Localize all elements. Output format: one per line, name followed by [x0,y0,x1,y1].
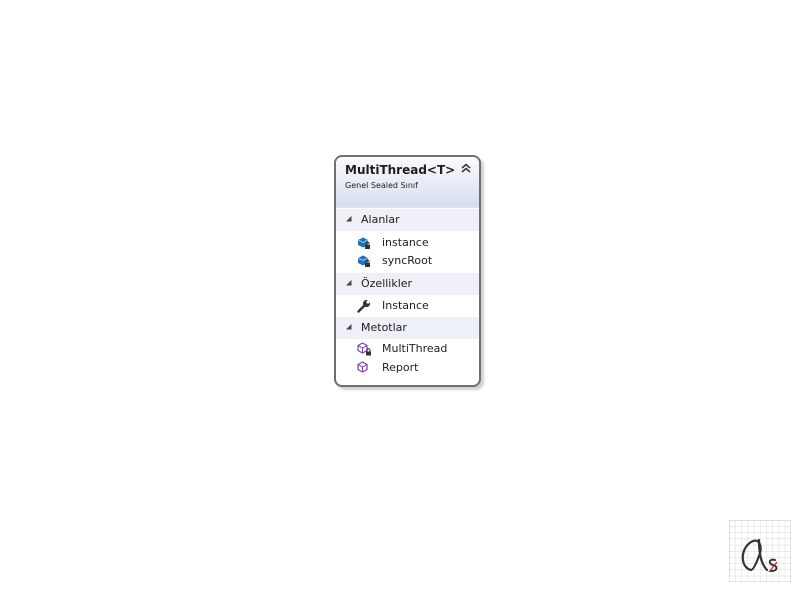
member-instance-property[interactable]: Instance [336,297,479,315]
class-title: MultiThread<T> [345,163,456,177]
section-header-properties[interactable]: Özellikler [336,273,479,295]
watermark-logo [729,520,791,582]
section-label: Özellikler [361,277,413,290]
private-field-icon [357,237,370,249]
member-syncroot[interactable]: syncRoot [336,252,479,270]
private-field-icon [357,255,370,267]
section-label: Metotlar [361,321,407,334]
private-method-icon [357,342,371,356]
section-header-fields[interactable]: Alanlar [336,209,479,231]
expand-triangle-icon[interactable] [345,279,353,287]
class-subtitle: Genel Sealed Sınıf [345,181,418,190]
expand-triangle-icon[interactable] [345,323,353,331]
section-label: Alanlar [361,213,400,226]
member-instance[interactable]: instance [336,234,479,252]
member-multithread[interactable]: MultiThread [336,340,479,358]
expand-triangle-icon[interactable] [345,215,353,223]
collapse-chevron-icon[interactable] [459,161,473,175]
member-name: syncRoot [382,254,433,267]
section-header-methods[interactable]: Metotlar [336,317,479,339]
member-report[interactable]: Report [336,359,479,377]
class-header: MultiThread<T> Genel Sealed Sınıf [336,157,479,208]
member-name: Report [382,361,419,374]
member-name: Instance [382,299,429,312]
class-shape[interactable]: MultiThread<T> Genel Sealed Sınıf Alanla… [334,155,481,387]
property-wrench-icon [357,299,371,313]
member-name: instance [382,236,429,249]
member-name: MultiThread [382,342,448,355]
method-icon [357,361,368,373]
